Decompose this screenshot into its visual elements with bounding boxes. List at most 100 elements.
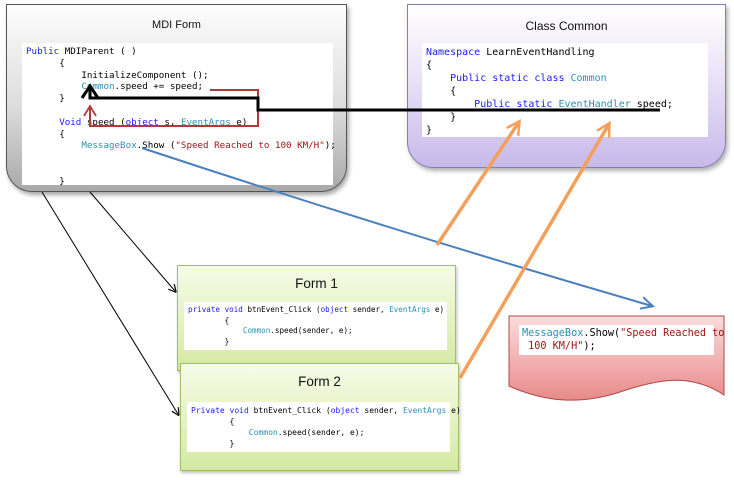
code-line: private void btnEvent_Click (object send… (188, 305, 445, 316)
code-line: Public static EventHandler speed; (426, 98, 704, 111)
code-token: { (191, 417, 235, 426)
form2-to-common-arrow (458, 124, 609, 379)
code-token: EventArgs (180, 116, 231, 128)
code-line: { (426, 59, 704, 72)
code-token: Common (570, 73, 607, 84)
code-line: } (188, 337, 443, 348)
code-line: Public MDIParent ( ) (26, 46, 329, 58)
form1-title: Form 1 (295, 276, 338, 291)
mdi-to-form2-arrow (41, 191, 178, 414)
code-line: MessageBox.Show ("Speed Reached to 100 K… (26, 140, 336, 152)
code-token: "Speed Reached to (620, 328, 725, 339)
code-token: EventArgs (402, 406, 447, 415)
code-token: { (26, 128, 65, 140)
mdi-to-form1-arrow (89, 191, 175, 291)
code-token: EventHandler (558, 99, 631, 110)
code-token: object (330, 406, 360, 415)
code-token: .speed(sender, e); (270, 326, 353, 335)
mdi-form-box: MDI Form Public MDIParent ( ) { Initiali… (6, 4, 347, 192)
code-line: Private void btnEvent_Click (object send… (191, 405, 461, 416)
code-token: private void (188, 305, 243, 314)
code-token: } (188, 336, 230, 346)
class-common-title: Class Common (525, 19, 608, 33)
form2-code: Private void btnEvent_Click (object send… (187, 402, 461, 452)
code-token: .speed(sender, e); (277, 428, 365, 437)
code-token: speed; (630, 99, 673, 110)
code-token: object (320, 305, 349, 314)
code-token: } (191, 439, 235, 448)
code-token: MessageBox (522, 328, 584, 339)
code-token: { (426, 86, 457, 97)
code-line: } (426, 111, 704, 124)
code-token: s, (158, 116, 181, 128)
code-token: e) (430, 305, 445, 314)
code-token: speed ( (81, 116, 126, 128)
code-line: } (191, 438, 446, 449)
code-line: Common.speed(sender, e); (188, 326, 443, 337)
code-line: { (426, 85, 704, 98)
code-token: sender, (359, 406, 403, 415)
code-line: { (26, 58, 329, 70)
code-line: Void speed (object s, EventArgs e) (26, 117, 329, 129)
messagebox-callout-code: MessageBox.Show("Speed Reached to 100 KM… (519, 325, 724, 355)
code-token: InitializeComponent (); (26, 69, 209, 81)
code-line: Namespace LearnEventHandling (426, 46, 704, 59)
code-line: } (426, 124, 704, 137)
thick-speed-arrow (88, 88, 660, 112)
form2-box: Form 2 Private void btnEvent_Click (obje… (180, 363, 461, 471)
code-token: ); (583, 341, 596, 352)
class-common-box: Class Common Namespace LearnEventHandlin… (407, 4, 726, 168)
code-token: Common (242, 326, 271, 335)
code-token: ); (324, 140, 336, 152)
code-token: { (26, 57, 65, 69)
code-line: { (191, 416, 446, 427)
code-token: Public (26, 46, 60, 57)
code-token: 100 KM/H" (522, 341, 584, 352)
code-line: } (26, 176, 329, 188)
code-token: Private void (191, 406, 249, 415)
code-token: btnEvent_Click ( (242, 305, 321, 314)
mdi-form-title: MDI Form (152, 19, 201, 31)
code-line: MessageBox.Show("Speed Reached to (522, 327, 724, 340)
code-line: InitializeComponent (); (26, 70, 329, 82)
code-token: sender, (348, 305, 390, 314)
form2-title: Form 2 (298, 374, 341, 389)
code-token: LearnEventHandling (480, 47, 595, 58)
code-line: Common.speed(sender, e); (191, 427, 446, 438)
code-token: "Speed Reached to 100 KM/H" (175, 140, 325, 152)
class-common-code: Namespace LearnEventHandling{ Public sta… (422, 43, 708, 137)
form1-box: Form 1 private void btnEvent_Click (obje… (177, 265, 456, 371)
code-token: Common (81, 81, 115, 93)
code-token: .Show ( (136, 140, 176, 152)
code-token: } (26, 93, 65, 105)
code-token: { (188, 315, 230, 325)
red-connector-arrowhead (83, 104, 97, 117)
code-token: .Show( (583, 328, 621, 339)
code-line: } (26, 93, 329, 105)
code-token: e) (230, 116, 248, 128)
mdi-form-code: Public MDIParent ( ) { InitializeCompone… (22, 43, 336, 188)
code-token: e) (446, 406, 461, 415)
code-token: object (125, 116, 159, 128)
code-token: EventArgs (389, 305, 431, 314)
thick-speed-arrowhead (80, 83, 100, 99)
form1-code: private void btnEvent_Click (object send… (184, 302, 447, 350)
code-line: 100 KM/H"); (522, 340, 711, 353)
code-line: { (188, 316, 443, 327)
form1-to-common-arrow (435, 122, 519, 246)
messagebox-blue-arrow (141, 147, 652, 306)
code-token: } (26, 175, 65, 187)
code-token: Public static (474, 99, 553, 110)
code-token: } (426, 125, 433, 136)
code-token: Public static class (450, 73, 565, 84)
code-token: btnEvent_Click ( (248, 406, 331, 415)
code-token: Common (248, 428, 278, 437)
red-connector-line (89, 89, 259, 127)
code-token: Void (59, 116, 82, 128)
code-token: } (426, 112, 457, 123)
code-token: MessageBox (81, 140, 137, 152)
code-token: .speed += speed; (114, 81, 204, 93)
code-line: Common.speed += speed; (26, 81, 329, 93)
code-token: { (426, 60, 433, 71)
